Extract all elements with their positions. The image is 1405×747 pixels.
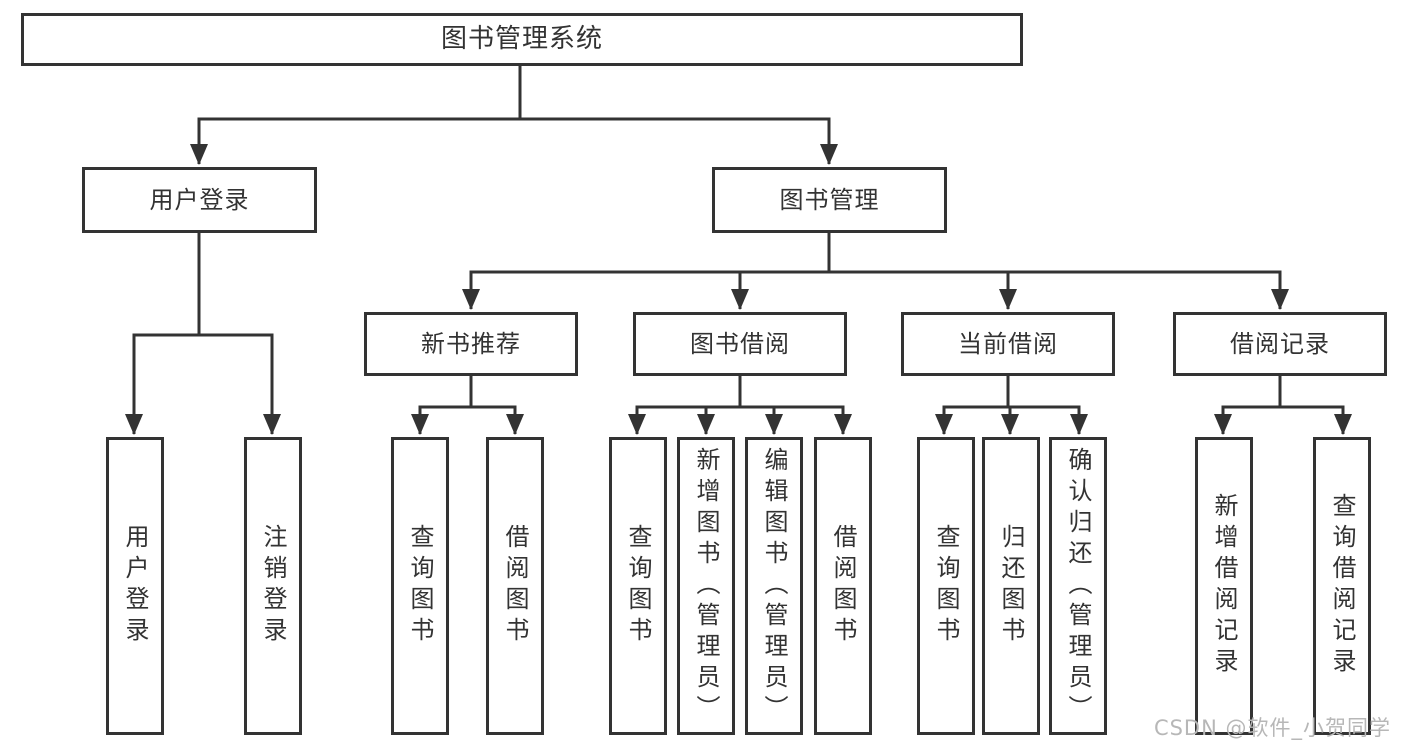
connector-new-book-recommend-branch xyxy=(411,376,524,436)
node-leaf-return-books: 归还图书 xyxy=(982,437,1040,735)
node-leaf-user-login: 用户登录 xyxy=(106,437,164,735)
node-user-login: 用户登录 xyxy=(82,167,317,233)
node-leaf-logout: 注销登录 xyxy=(244,437,302,735)
node-leaf-current-query-books: 查询图书 xyxy=(917,437,975,735)
connector-book-borrowing-branch xyxy=(628,376,852,436)
node-borrowing-records: 借阅记录 xyxy=(1173,312,1387,376)
connector-current-borrowing-branch xyxy=(935,376,1088,436)
node-leaf-borrowing-query-books: 查询图书 xyxy=(609,437,667,735)
node-leaf-add-books-admin: 新增图书（管理员） xyxy=(677,437,735,735)
node-leaf-confirm-return-admin: 确认归还（管理员） xyxy=(1049,437,1107,735)
node-book-borrowing: 图书借阅 xyxy=(633,312,847,376)
connector-root-to-level2 xyxy=(190,66,838,166)
node-new-book-recommend: 新书推荐 xyxy=(364,312,578,376)
connector-user-login-branch xyxy=(125,233,281,436)
node-library-management-system: 图书管理系统 xyxy=(21,13,1023,66)
node-leaf-recommend-query-books: 查询图书 xyxy=(391,437,449,735)
csdn-watermark: CSDN @软件_小贺同学 xyxy=(1153,716,1391,740)
connector-borrowing-records-branch xyxy=(1214,376,1352,436)
node-current-borrowing: 当前借阅 xyxy=(901,312,1115,376)
node-book-management: 图书管理 xyxy=(712,167,947,233)
node-leaf-edit-books-admin: 编辑图书（管理员） xyxy=(745,437,803,735)
connector-book-management-branch xyxy=(462,233,1289,311)
node-leaf-add-borrow-record: 新增借阅记录 xyxy=(1195,437,1253,735)
node-leaf-recommend-borrow-books: 借阅图书 xyxy=(486,437,544,735)
node-leaf-borrowing-borrow-books: 借阅图书 xyxy=(814,437,872,735)
node-leaf-query-borrow-record: 查询借阅记录 xyxy=(1313,437,1371,735)
